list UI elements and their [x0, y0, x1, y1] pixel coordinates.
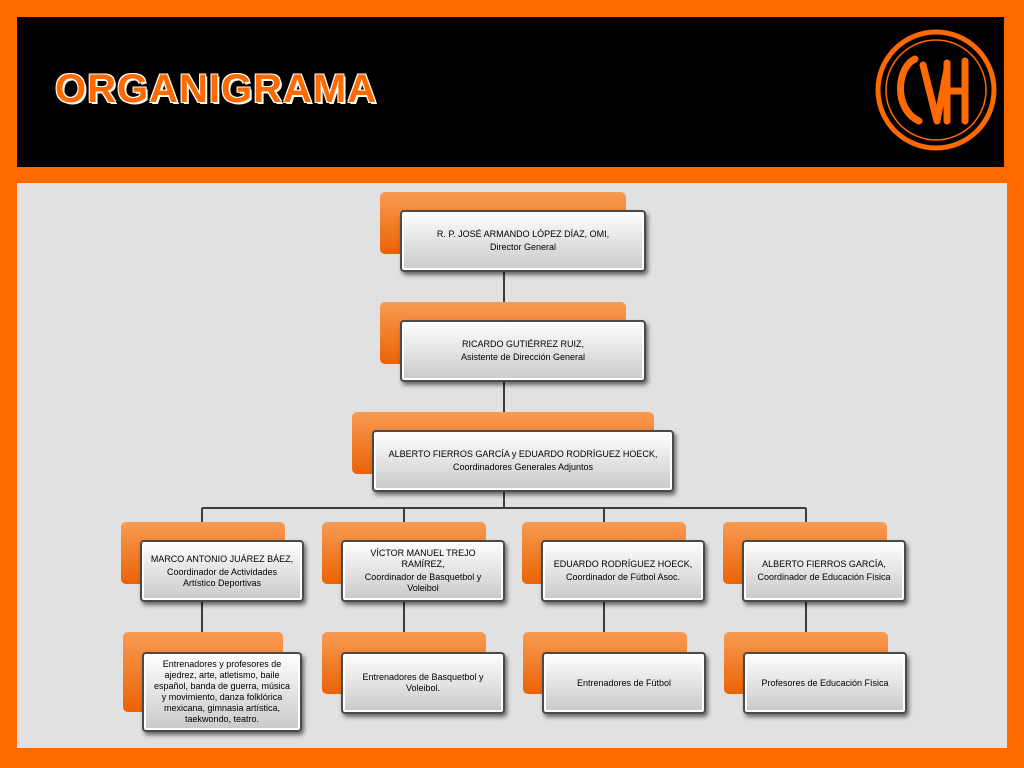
coordinators-name: ALBERTO FIERROS GARCÍA y EDUARDO RODRÍGU…	[388, 449, 658, 459]
branch-name-1: MARCO ANTONIO JUÁREZ BÁEZ,	[150, 553, 294, 564]
branch-node-4: ALBERTO FIERROS GARCÍA, Coordinador de E…	[742, 540, 906, 602]
staff-node-4: Profesores de Educación Física	[743, 652, 907, 714]
branch-name-2: VÍCTOR MANUEL TREJO RAMÍREZ,	[370, 548, 476, 569]
branch-name-3: EDUARDO RODRÍGUEZ HOECK,	[553, 559, 693, 569]
director-role: Director General	[489, 242, 557, 252]
coordinators-node: ALBERTO FIERROS GARCÍA y EDUARDO RODRÍGU…	[372, 430, 674, 492]
branch-node-1: MARCO ANTONIO JUÁREZ BÁEZ, Coordinador d…	[140, 540, 304, 602]
staff-text-1: Entrenadores y profesores de ajedrez, ar…	[153, 659, 291, 724]
cvh-logo	[875, 29, 997, 151]
assistant-role: Asistente de Dirección General	[460, 352, 586, 362]
staff-text-2: Entrenadores de Basquetbol y Voleibol.	[362, 672, 484, 693]
branch-name-4: ALBERTO FIERROS GARCÍA,	[762, 559, 886, 569]
assistant-node: RICARDO GUTIÉRREZ RUIZ, Asistente de Dir…	[400, 320, 646, 382]
director-name: R. P. JOSÉ ARMANDO LÓPEZ DÍAZ, OMI,	[436, 229, 610, 239]
branch-role-1: Coordinador de Actividades Artístico Dep…	[166, 566, 278, 588]
branch-node-2: VÍCTOR MANUEL TREJO RAMÍREZ, Coordinador…	[341, 540, 505, 602]
assistant-name: RICARDO GUTIÉRREZ RUIZ,	[461, 339, 584, 349]
staff-text-3: Entrenadores de Fútbol	[576, 677, 672, 688]
branch-role-2: Coordinador de Basquetbol y Voleibol	[364, 572, 482, 593]
director-node: R. P. JOSÉ ARMANDO LÓPEZ DÍAZ, OMI, Dire…	[400, 210, 646, 272]
staff-node-3: Entrenadores de Fútbol	[542, 652, 706, 714]
page-title: ORGANIGRAMA	[55, 67, 378, 111]
branch-role-3: Coordinador de Fútbol Asoc.	[565, 572, 681, 582]
branch-node-3: EDUARDO RODRÍGUEZ HOECK, Coordinador de …	[541, 540, 705, 602]
header-bar: ORGANIGRAMA	[17, 17, 1004, 167]
staff-node-2: Entrenadores de Basquetbol y Voleibol.	[341, 652, 505, 714]
staff-node-1: Entrenadores y profesores de ajedrez, ar…	[142, 652, 302, 732]
coordinators-role: Coordinadores Generales Adjuntos	[452, 462, 594, 472]
staff-text-4: Profesores de Educación Física	[761, 677, 889, 688]
branch-role-4: Coordinador de Educación Física	[757, 572, 891, 582]
